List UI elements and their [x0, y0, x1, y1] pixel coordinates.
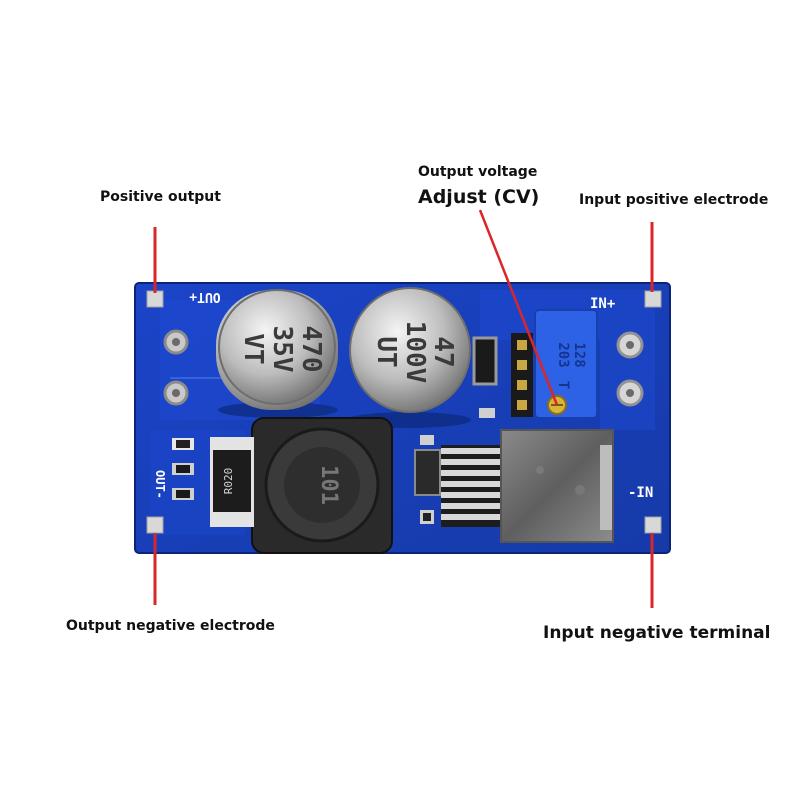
- label-adjust-cv: Adjust (CV): [418, 186, 540, 208]
- shunt-resistor: R020: [210, 437, 254, 527]
- capacitor-470uf: 470 35V VT: [216, 289, 338, 418]
- inductor: 101: [251, 417, 393, 554]
- resistor-marking: R020: [222, 468, 235, 495]
- cap1-voltage: 35V: [267, 326, 297, 373]
- silk-out-plus: OUT+: [189, 289, 220, 304]
- cap2-value: 47: [428, 336, 458, 367]
- pointer-adjust-cv: [478, 209, 559, 406]
- silk-in-minus: -IN: [628, 485, 653, 501]
- inductor-marking: 101: [316, 465, 341, 505]
- cap1-series: VT: [238, 333, 268, 364]
- silk-in-plus: IN+: [590, 296, 615, 312]
- mounting-holes: [163, 329, 644, 407]
- cap2-voltage: 100V: [400, 321, 430, 384]
- pot-marking-3: T: [555, 381, 571, 389]
- cap2-series: UT: [371, 336, 401, 367]
- label-output-negative: Output negative electrode: [66, 618, 275, 634]
- pot-marking-2: 203: [555, 342, 571, 367]
- trim-potentiometer: 128 203 T: [534, 309, 598, 419]
- pointer-lines: [153, 209, 654, 608]
- label-input-positive: Input positive electrode: [579, 192, 769, 208]
- label-output-voltage: Output voltage: [418, 164, 538, 180]
- silk-out-minus: OUT-: [153, 470, 167, 499]
- cap1-value: 470: [296, 326, 326, 373]
- smd-components: [172, 336, 498, 524]
- label-input-negative: Input negative terminal: [543, 623, 771, 643]
- capacitor-47uf: 47 100V UT: [347, 287, 471, 428]
- regulator-ic: [441, 429, 614, 543]
- jumper-header: [511, 333, 533, 417]
- pot-marking-1: 128: [571, 342, 587, 367]
- label-positive-output: Positive output: [100, 189, 221, 205]
